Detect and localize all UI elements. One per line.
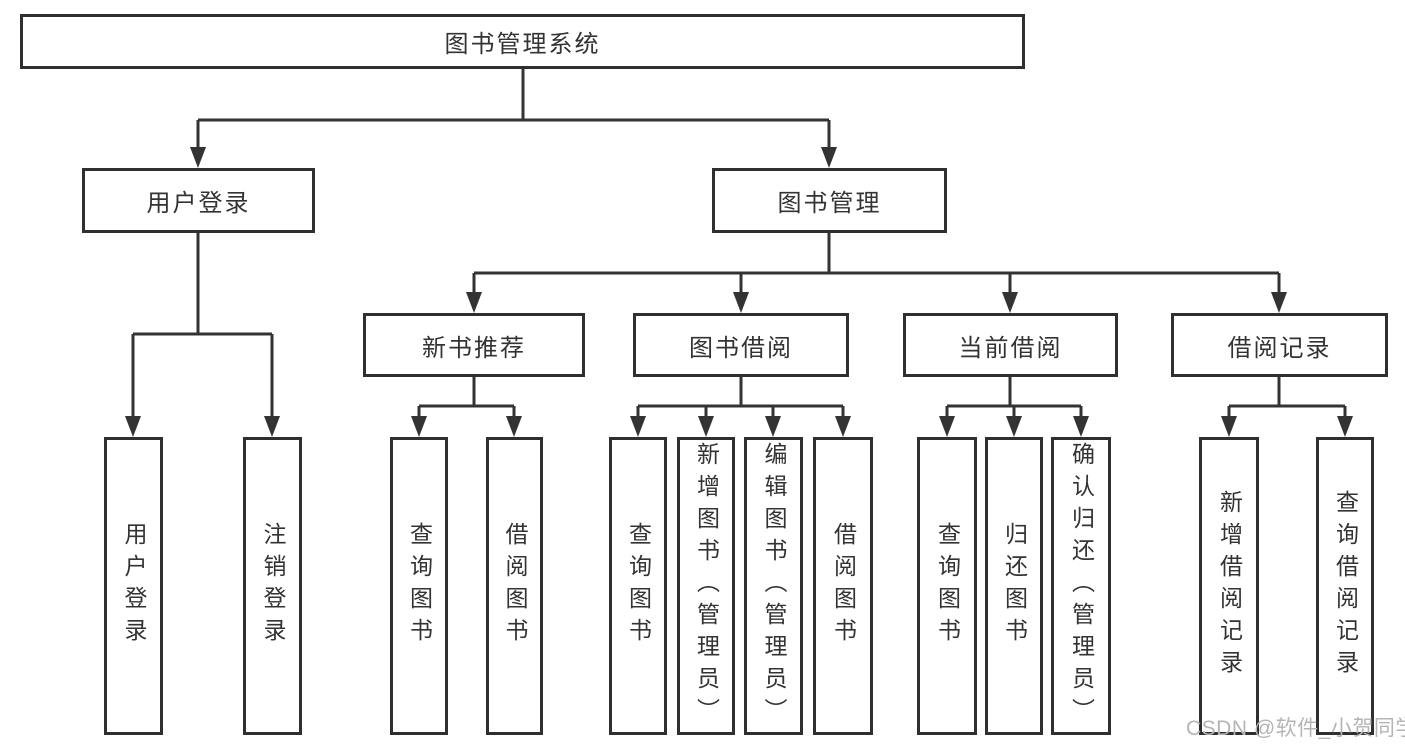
- node-user-login: 用户登录: [82, 168, 315, 233]
- leaf-user-login: 用户登录: [104, 437, 163, 735]
- node-book-borrow: 图书借阅: [633, 313, 849, 377]
- connector-current-borrow-children: [939, 377, 1089, 437]
- leaf-edit-books-admin: 编辑图书（管理员）: [744, 437, 803, 735]
- leaf-add-books-admin: 新增图书（管理员）: [677, 437, 735, 735]
- leaf-query-books-recommend: 查询图书: [390, 437, 448, 735]
- leaf-borrow-books-recommend: 借阅图书: [486, 437, 543, 735]
- arrowhead: [1006, 416, 1022, 437]
- arrowhead: [506, 416, 522, 437]
- leaf-confirm-return-admin: 确认归还（管理员）: [1051, 437, 1111, 735]
- arrowhead: [733, 292, 749, 313]
- arrowhead: [698, 416, 714, 437]
- arrowhead: [1221, 416, 1237, 437]
- arrowhead: [765, 416, 781, 437]
- arrowhead: [125, 416, 141, 437]
- arrowhead: [630, 416, 646, 437]
- arrowhead: [1002, 292, 1018, 313]
- connector-book-management-children: [466, 233, 1287, 313]
- node-book-management: 图书管理: [712, 168, 947, 233]
- arrowhead: [466, 292, 482, 313]
- leaf-return-books: 归还图书: [985, 437, 1043, 735]
- connector-user-login-children: [125, 233, 280, 437]
- arrowhead: [190, 147, 206, 168]
- arrowhead: [939, 416, 955, 437]
- connector-new-book-children: [411, 377, 522, 437]
- connector-book-borrow-children: [630, 377, 851, 437]
- csdn-watermark: CSDN @软件_小贺同学: [1186, 717, 1405, 740]
- leaf-query-books-current: 查询图书: [917, 437, 977, 735]
- node-current-borrow: 当前借阅: [903, 313, 1118, 377]
- connector-root-to-level2: [190, 69, 837, 168]
- arrowhead: [1271, 292, 1287, 313]
- arrowhead: [1337, 416, 1353, 437]
- leaf-logout: 注销登录: [243, 437, 302, 735]
- leaf-query-borrow-record: 查询借阅记录: [1316, 437, 1374, 735]
- node-borrow-records: 借阅记录: [1171, 313, 1388, 377]
- leaf-borrow-books: 借阅图书: [813, 437, 873, 735]
- leaf-query-books-borrow: 查询图书: [609, 437, 667, 735]
- arrowhead: [264, 416, 280, 437]
- node-root: 图书管理系统: [20, 14, 1025, 69]
- arrowhead: [835, 416, 851, 437]
- connector-borrow-records-children: [1221, 377, 1353, 437]
- arrowhead: [411, 416, 427, 437]
- leaf-add-borrow-record: 新增借阅记录: [1199, 437, 1259, 735]
- arrowhead: [821, 147, 837, 168]
- arrowhead: [1073, 416, 1089, 437]
- node-new-book-recommend: 新书推荐: [363, 313, 585, 377]
